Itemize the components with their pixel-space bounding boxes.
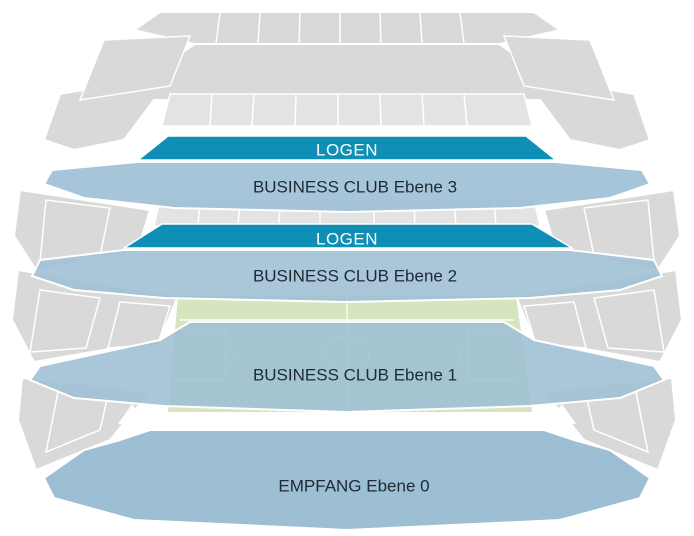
- empfang-floor: [42, 429, 652, 532]
- stair-connector-right: [544, 404, 576, 428]
- logen-top-label: LOGEN: [316, 141, 378, 160]
- business-club-3-label: BUSINESS CLUB Ebene 3: [253, 178, 457, 197]
- empfang-0-label: EMPFANG Ebene 0: [278, 477, 429, 496]
- business-club-3-floor: [42, 161, 652, 214]
- business-club-1-floor: [28, 321, 666, 414]
- logen-level-3: [135, 135, 559, 161]
- stands-level-3: [42, 11, 652, 152]
- business-club-1-label: BUSINESS CLUB Ebene 1: [253, 366, 457, 385]
- business-club-2-label: BUSINESS CLUB Ebene 2: [253, 267, 457, 286]
- logen-level-2: [121, 223, 575, 249]
- logen-mid-label: LOGEN: [316, 230, 378, 249]
- stands-level-2: [12, 188, 682, 272]
- stair-connector-left: [118, 404, 150, 428]
- business-club-2-floor: [30, 249, 664, 304]
